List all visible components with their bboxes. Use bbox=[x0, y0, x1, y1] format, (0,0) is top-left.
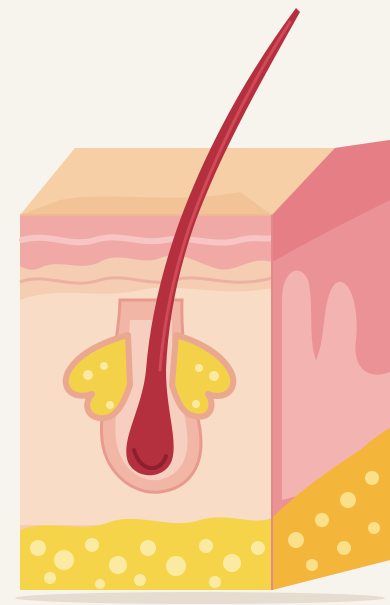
side-face bbox=[272, 140, 390, 590]
ground-shadow bbox=[15, 592, 385, 604]
